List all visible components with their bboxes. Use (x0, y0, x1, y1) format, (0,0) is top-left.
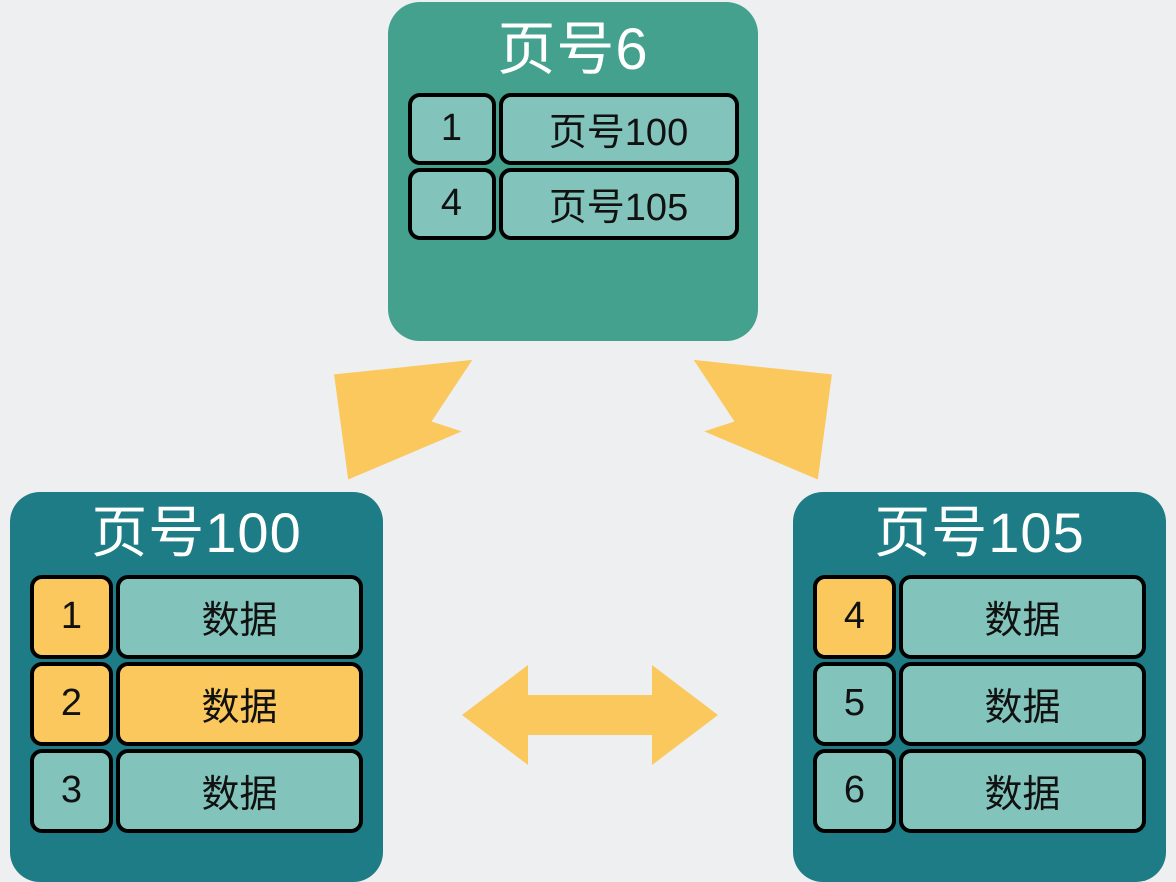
slot-value-cell: 数据 (899, 661, 1146, 746)
node-leaf-page100: 页号100 1 数据 2 数据 3 数据 (10, 492, 383, 882)
node-title: 页号6 (497, 17, 649, 82)
table-row: 6 数据 (813, 748, 1146, 833)
slot-table: 1 数据 2 数据 3 数据 (30, 574, 363, 833)
node-title: 页号105 (874, 501, 1085, 564)
slot-key-cell: 3 (30, 748, 113, 833)
slot-table: 4 数据 5 数据 6 数据 (813, 574, 1146, 833)
node-leaf-page105: 页号105 4 数据 5 数据 6 数据 (793, 492, 1166, 882)
table-row: 4 数据 (813, 574, 1146, 659)
double-headed-arrow-icon (462, 665, 718, 765)
slot-value-cell: 数据 (899, 748, 1146, 833)
table-row: 5 数据 (813, 661, 1146, 746)
slot-key-cell: 4 (813, 574, 896, 659)
slot-table: 1 页号100 4 页号105 (407, 92, 739, 240)
arrow-down-left-icon (334, 359, 473, 480)
node-title: 页号100 (91, 501, 302, 564)
slot-key-cell: 6 (813, 748, 896, 833)
slot-value-cell: 页号105 (498, 167, 739, 240)
table-row: 1 页号100 (407, 92, 739, 165)
slot-key-cell: 1 (407, 92, 496, 165)
table-row: 2 数据 (30, 661, 363, 746)
table-row: 1 数据 (30, 574, 363, 659)
slot-key-cell: 2 (30, 661, 113, 746)
slot-key-cell: 4 (407, 167, 496, 240)
slot-key-cell: 1 (30, 574, 113, 659)
slot-value-cell: 数据 (116, 574, 363, 659)
arrow-down-right-icon (693, 359, 832, 480)
slot-value-cell: 数据 (116, 661, 363, 746)
table-row: 4 页号105 (407, 167, 739, 240)
slot-key-cell: 5 (813, 661, 896, 746)
table-row: 3 数据 (30, 748, 363, 833)
node-root-page6: 页号6 1 页号100 4 页号105 (388, 2, 758, 341)
slot-value-cell: 数据 (899, 574, 1146, 659)
slot-value-cell: 页号100 (498, 92, 739, 165)
slot-value-cell: 数据 (116, 748, 363, 833)
